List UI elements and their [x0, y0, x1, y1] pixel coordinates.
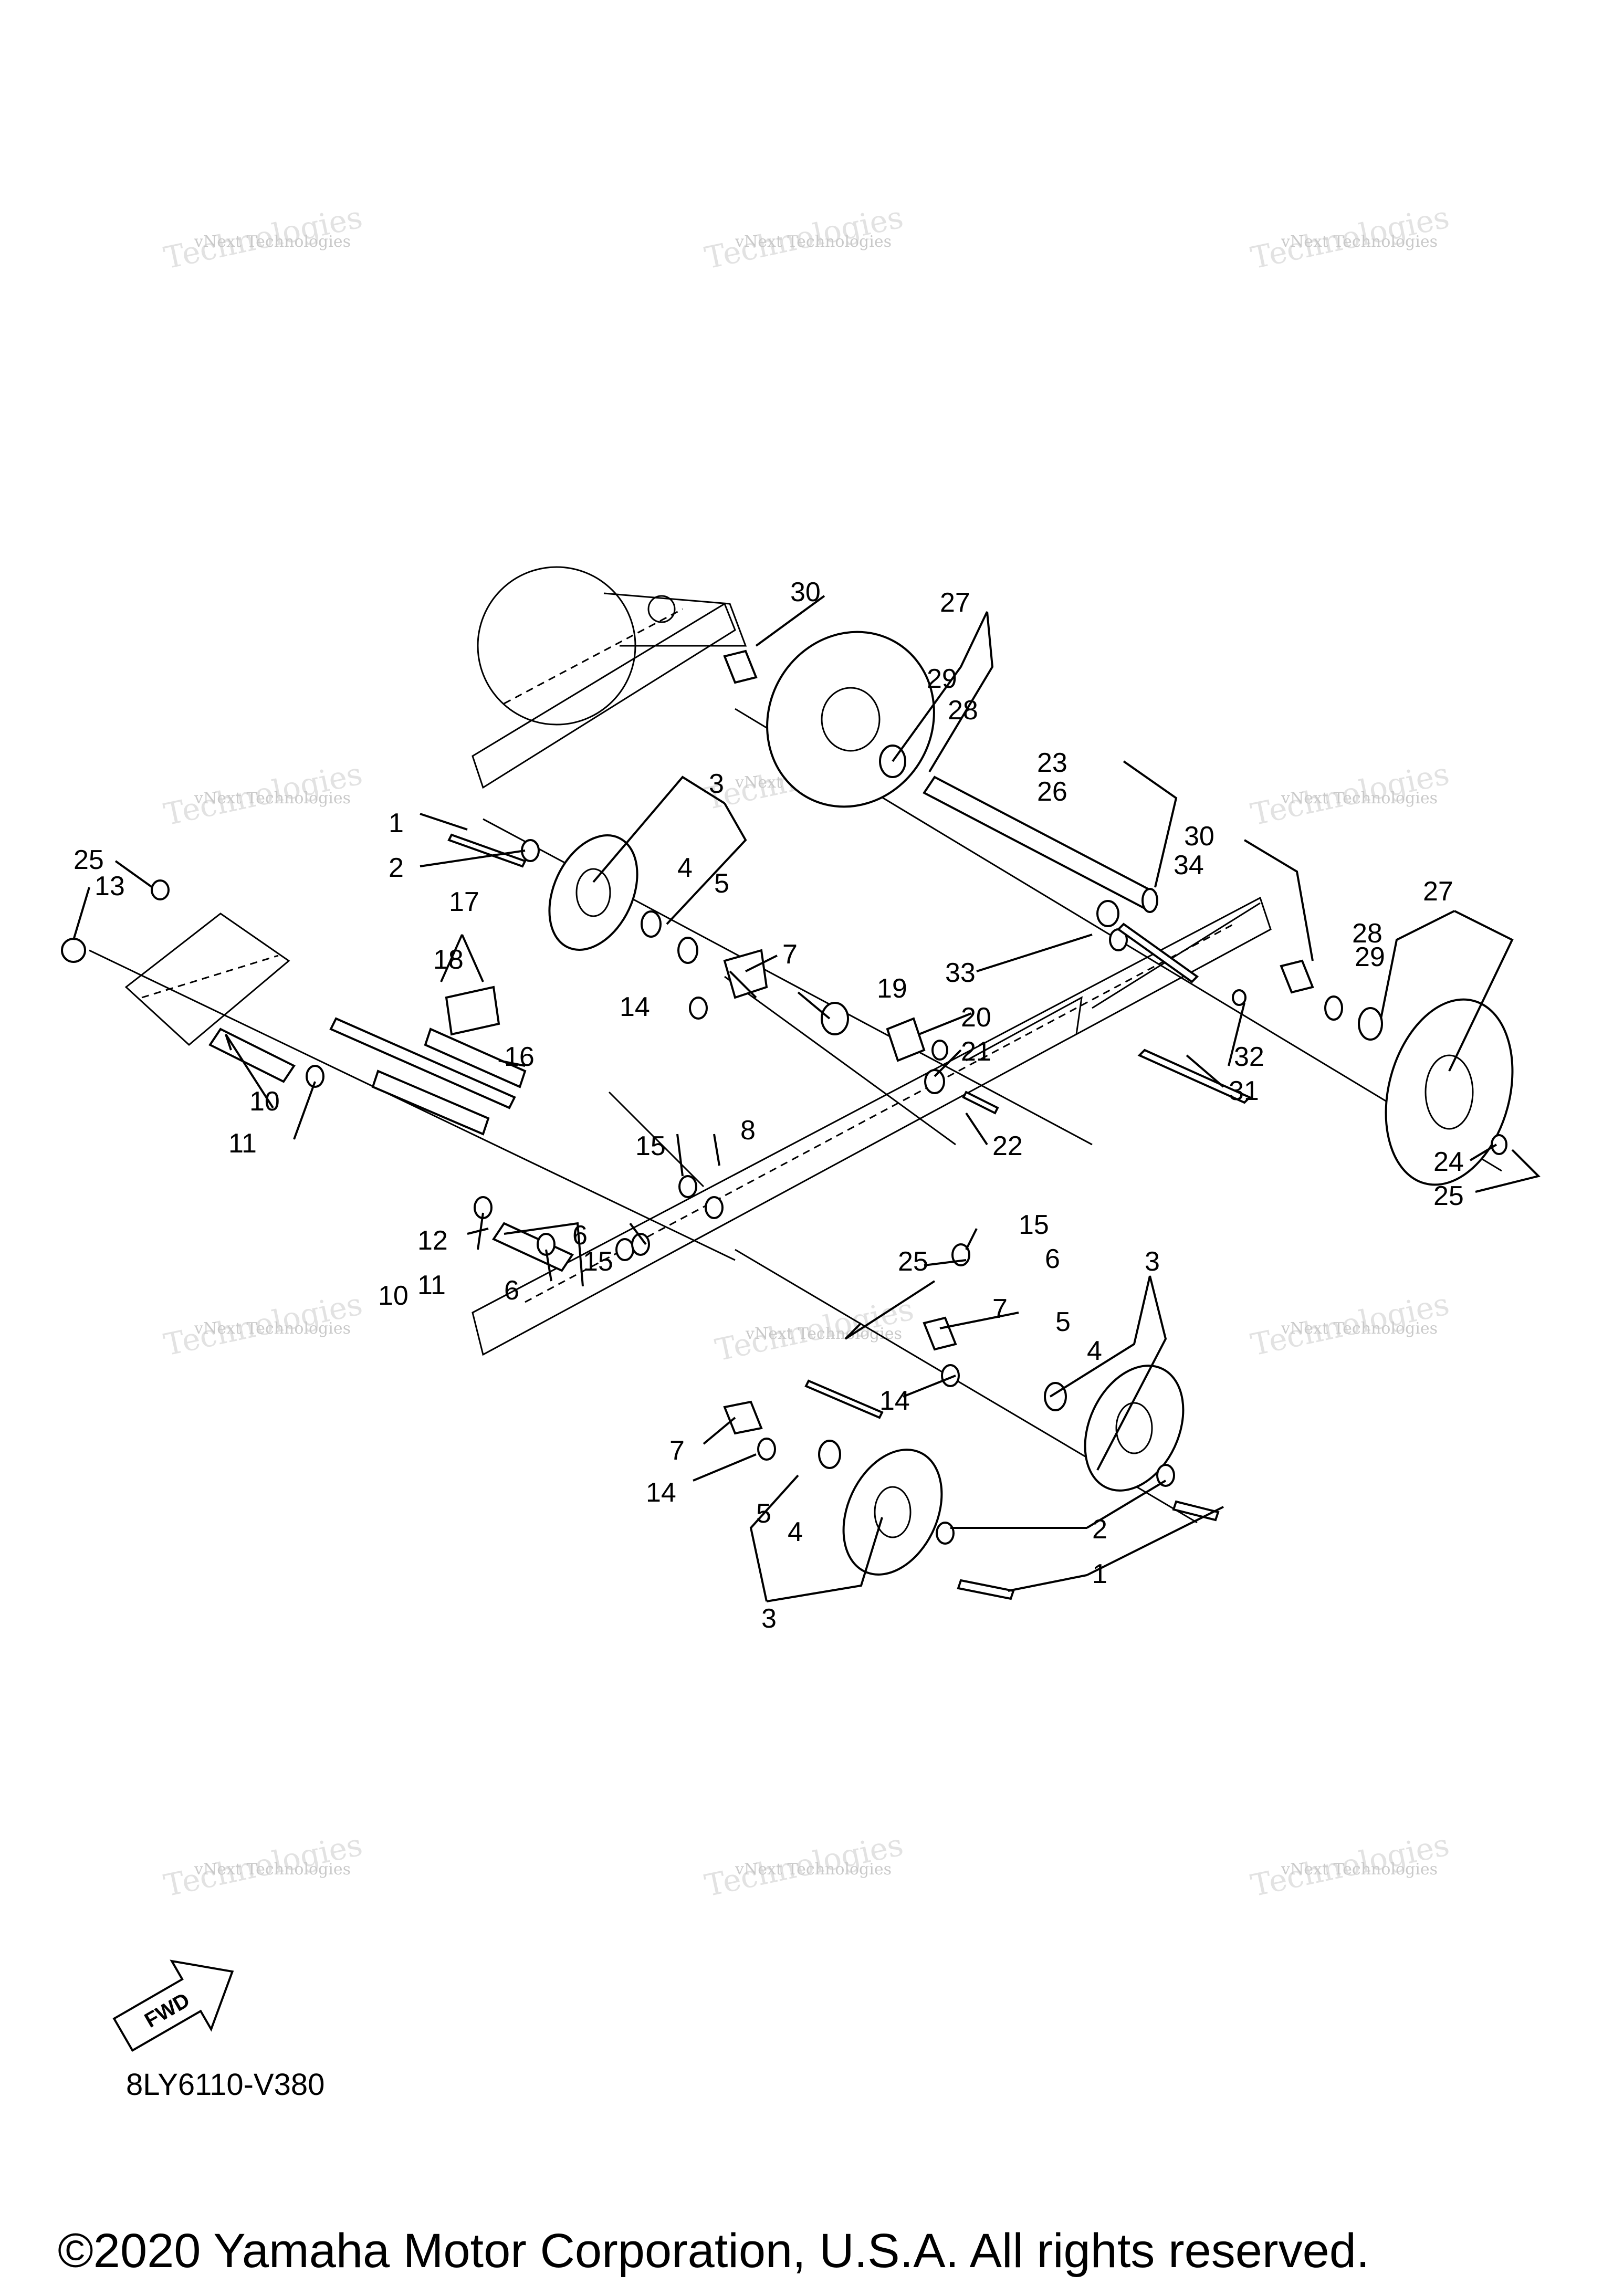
watermark-text: vNext Technologies [194, 233, 351, 251]
callout-11: 11 [417, 1270, 446, 1301]
axis-lines [89, 708, 1502, 1524]
leader-lines [72, 595, 1541, 1602]
callout-25: 25 [898, 1246, 928, 1277]
callout-1: 1 [389, 808, 404, 838]
callout-3: 3 [709, 769, 724, 799]
wheel-right-large [1358, 998, 1514, 1186]
callout-6: 6 [572, 1220, 588, 1251]
wheel-upper-left [548, 834, 698, 964]
callout-15: 15 [1019, 1210, 1049, 1240]
callout-18: 18 [433, 945, 464, 975]
callout-22: 22 [992, 1131, 1023, 1161]
callout-4: 4 [788, 1517, 803, 1547]
callout-26: 26 [1037, 777, 1067, 807]
watermark-text: vNext Technologies [1281, 233, 1438, 251]
watermark-text: vNext Technologies [1281, 1319, 1438, 1338]
callout-11: 11 [228, 1128, 257, 1159]
callout-4: 4 [1087, 1336, 1102, 1366]
callout-23: 23 [1037, 748, 1067, 778]
diagram-code: 8LY6110-V380 [126, 2068, 324, 2102]
callout-5: 5 [714, 868, 729, 899]
callout-25: 25 [74, 845, 104, 875]
callout-14: 14 [879, 1386, 910, 1416]
watermark-text: vNext Technologies [745, 1325, 902, 1343]
callout-13: 13 [95, 871, 125, 901]
callout-7: 7 [669, 1435, 685, 1466]
callout-5: 5 [756, 1498, 771, 1529]
callout-29: 29 [1355, 942, 1385, 972]
callout-19: 19 [877, 973, 907, 1004]
callout-28: 28 [1352, 918, 1382, 949]
watermark-text: vNext Technologies [735, 1860, 892, 1879]
callout-14: 14 [620, 992, 650, 1022]
small-parts [61, 649, 1343, 1600]
callout-10: 10 [378, 1281, 409, 1311]
copyright: ©2020 Yamaha Motor Corporation, U.S.A. A… [58, 2224, 1369, 2278]
watermark-text: vNext Technologies [1281, 1860, 1438, 1879]
callout-15: 15 [635, 1131, 666, 1161]
callout-25: 25 [1433, 1181, 1464, 1211]
callout-8: 8 [740, 1115, 756, 1146]
watermark-text: vNext Technologies [194, 789, 351, 808]
callout-33: 33 [945, 958, 976, 988]
callout-20: 20 [961, 1002, 991, 1033]
callout-14: 14 [646, 1477, 676, 1508]
callouts: 30 27 29 28 23 26 30 34 27 28 29 33 32 3… [74, 577, 1464, 1634]
callout-7: 7 [782, 939, 798, 970]
callout-2: 2 [1092, 1514, 1107, 1545]
callout-31: 31 [1229, 1076, 1259, 1106]
callout-6: 6 [504, 1275, 519, 1306]
callout-17: 17 [449, 887, 479, 917]
callout-4: 4 [677, 853, 693, 883]
callout-15: 15 [583, 1246, 613, 1277]
callout-34: 34 [1174, 850, 1204, 880]
callout-16: 16 [504, 1042, 535, 1072]
callout-3: 3 [761, 1603, 777, 1634]
callout-21: 21 [961, 1036, 991, 1067]
callout-6: 6 [1045, 1244, 1060, 1274]
callout-1: 1 [1092, 1559, 1107, 1589]
wheel-rear-top [766, 631, 935, 808]
callout-28: 28 [948, 695, 978, 726]
callout-7: 7 [992, 1294, 1008, 1324]
callout-24: 24 [1433, 1147, 1464, 1177]
watermark-text: vNext Technologies [194, 1860, 351, 1879]
callout-3: 3 [1145, 1246, 1160, 1277]
callout-27: 27 [940, 588, 970, 618]
rear-axle-shaft [923, 775, 1158, 913]
wheel-lower-center [818, 1440, 955, 1576]
watermark-text: vNext Technologies [1281, 789, 1438, 808]
left-rear-rail [472, 566, 747, 789]
callout-30: 30 [790, 577, 821, 607]
callout-10: 10 [249, 1086, 280, 1117]
left-front-rail [124, 913, 290, 1046]
right-rail [472, 896, 1272, 1356]
watermark-text: vNext Technologies [735, 233, 892, 251]
callout-30: 30 [1184, 821, 1214, 852]
callout-27: 27 [1423, 876, 1453, 907]
callout-2: 2 [389, 853, 404, 883]
callout-32: 32 [1234, 1042, 1264, 1072]
fwd-arrow-icon: FWD [112, 1959, 234, 2052]
callout-5: 5 [1055, 1307, 1071, 1337]
wheel-lower-right [1044, 1365, 1185, 1492]
callout-12: 12 [417, 1225, 448, 1256]
callout-29: 29 [927, 664, 957, 694]
watermark-text: vNext Technologies [194, 1319, 351, 1338]
